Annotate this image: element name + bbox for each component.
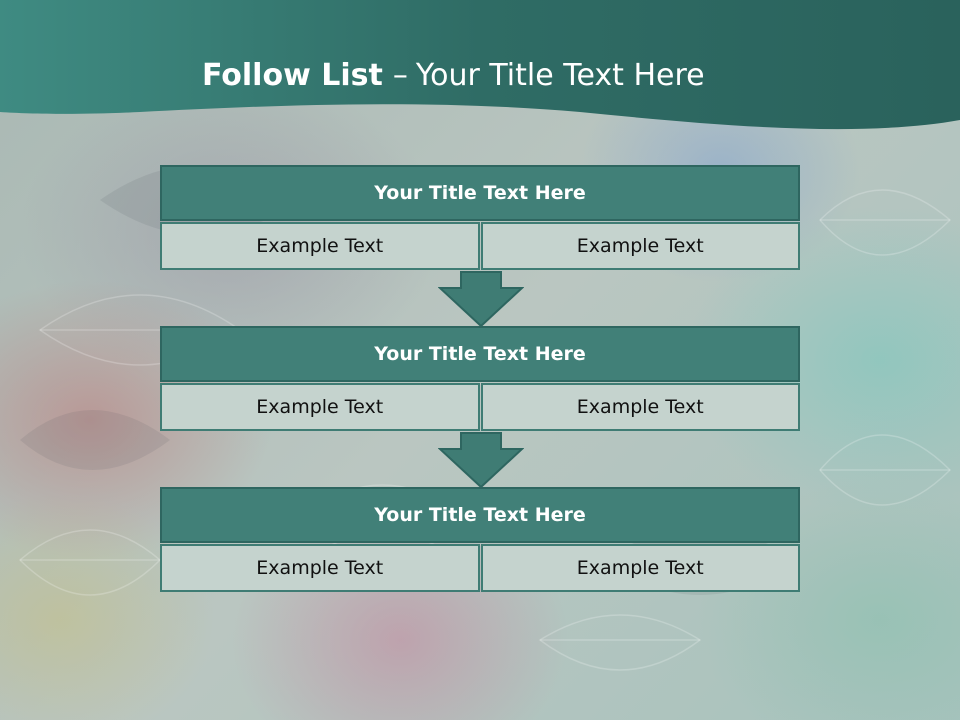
block-cell-right: Example Text	[480, 544, 800, 592]
block-cell-left: Example Text	[160, 383, 480, 431]
block-cell-right: Example Text	[480, 222, 800, 270]
title-separator: –	[392, 58, 408, 93]
page-title: Follow List–Your Title Text Here	[202, 54, 705, 98]
block-row: Example Text Example Text	[160, 544, 800, 592]
block-cell-left: Example Text	[160, 544, 480, 592]
block-cell-left: Example Text	[160, 222, 480, 270]
block-title: Your Title Text Here	[160, 487, 800, 543]
flow-block-2: Your Title Text Here Example Text Exampl…	[160, 326, 800, 431]
down-arrow-icon	[438, 271, 524, 328]
block-title: Your Title Text Here	[160, 326, 800, 382]
title-bold: Follow List	[202, 58, 383, 93]
block-row: Example Text Example Text	[160, 383, 800, 431]
down-arrow-icon	[438, 432, 524, 489]
block-cell-right: Example Text	[480, 383, 800, 431]
block-title: Your Title Text Here	[160, 165, 800, 221]
block-row: Example Text Example Text	[160, 222, 800, 270]
flow-block-3: Your Title Text Here Example Text Exampl…	[160, 487, 800, 592]
flow-block-1: Your Title Text Here Example Text Exampl…	[160, 165, 800, 270]
title-rest: Your Title Text Here	[415, 58, 705, 93]
header-band	[0, 0, 960, 130]
